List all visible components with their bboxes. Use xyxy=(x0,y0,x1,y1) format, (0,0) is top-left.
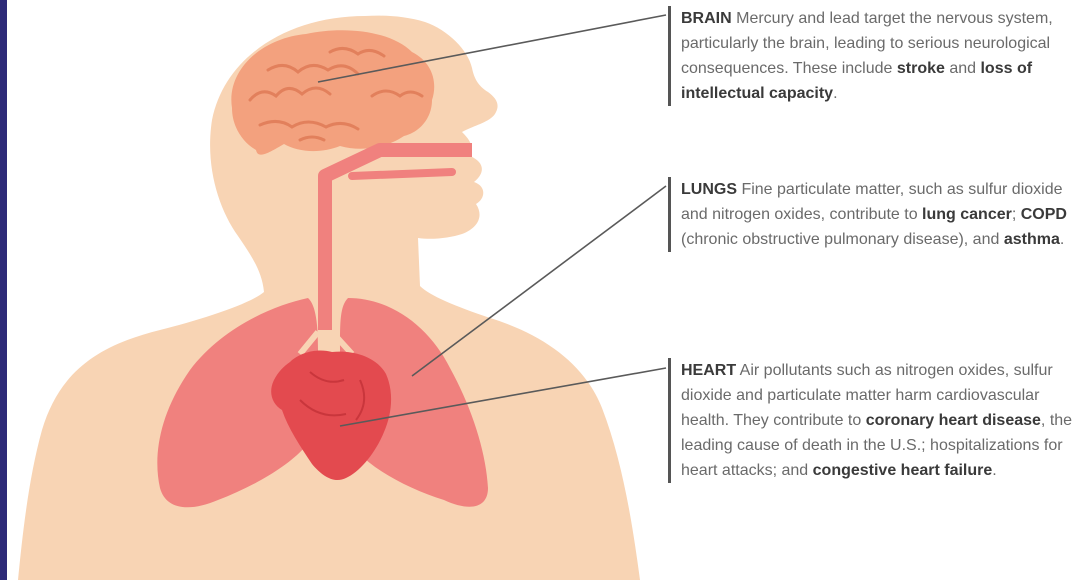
lungs-title: LUNGS xyxy=(681,181,737,198)
brain-text-3: . xyxy=(833,85,837,102)
brain-callout: BRAIN Mercury and lead target the nervou… xyxy=(668,6,1076,106)
lungs-bold-cancer: lung cancer xyxy=(922,206,1012,223)
heart-title: HEART xyxy=(681,362,736,379)
lungs-bold-asthma: asthma xyxy=(1004,231,1060,248)
lungs-bold-copd: COPD xyxy=(1021,206,1067,223)
heart-bold-coronary: coronary heart disease xyxy=(866,412,1041,429)
lungs-text-2: ; xyxy=(1012,206,1021,223)
heart-bold-chf: congestive heart failure xyxy=(813,462,993,479)
heart-text-3: . xyxy=(992,462,996,479)
lungs-text-3: (chronic obstructive pulmonary disease),… xyxy=(681,231,1004,248)
brain-title: BRAIN xyxy=(681,10,732,27)
lungs-text-4: . xyxy=(1060,231,1064,248)
brain-bold-stroke: stroke xyxy=(897,60,945,77)
brain-text-2: and xyxy=(945,60,981,77)
oral-passage xyxy=(352,172,452,176)
lungs-callout: LUNGS Fine particulate matter, such as s… xyxy=(668,177,1076,252)
heart-callout: HEART Air pollutants such as nitrogen ox… xyxy=(668,358,1076,483)
